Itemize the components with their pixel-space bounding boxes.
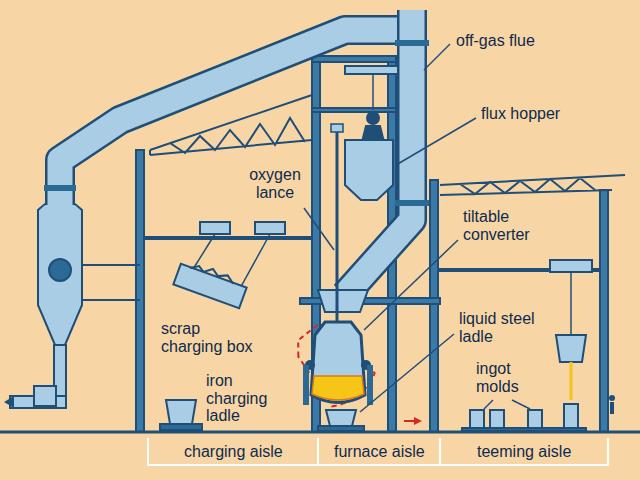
building-frame-part: [600, 190, 608, 432]
roof-truss-part: [440, 175, 625, 195]
teeming-ladle-shape-part: [570, 362, 573, 400]
steel-ladle-car-part: [318, 426, 364, 431]
worker-figure: [609, 395, 615, 414]
iron-ladle-shape-part: [166, 400, 196, 424]
building-frame-part: [430, 180, 438, 432]
overhead-cranes-part: [200, 222, 230, 234]
aisle-bracket: [148, 438, 608, 465]
flux-hopper-shape-part: [367, 112, 379, 124]
ingot-mold-shapes-part: [564, 404, 578, 428]
iron-ladle-shape-part: [160, 424, 202, 430]
flux-hopper-shape: [345, 112, 393, 200]
duct-flanges-part: [395, 200, 429, 206]
ingot-mold-shapes: [462, 404, 586, 431]
iron-ladle-shape: [160, 400, 202, 430]
building-frame-part: [312, 56, 396, 62]
duct-flanges-part: [44, 185, 76, 191]
part-label: oxygen lance: [242, 166, 308, 201]
exit-arrow-part: [4, 396, 14, 408]
scrap-box-shape: [173, 261, 246, 308]
converter-vessel-part: [311, 322, 365, 403]
crane-chains: [190, 74, 571, 335]
converter-vessel-part: [312, 376, 364, 400]
converter-hood-part: [318, 290, 368, 312]
gas-scrubber-part: [49, 259, 71, 281]
converter-vessel: [287, 316, 379, 413]
duct-flanges-part: [395, 40, 429, 46]
transfer-arrow-part: [414, 417, 422, 425]
off-gas-duct-part: [345, 10, 412, 295]
ingot-mold-shapes-part: [528, 410, 542, 428]
leader-lines-part: [396, 118, 476, 165]
part-label: ingot molds: [475, 360, 535, 395]
converter-vessel-part: [287, 316, 379, 413]
building-frame-part: [312, 108, 396, 112]
leader-lines-part: [484, 400, 493, 409]
ground-line: [0, 432, 640, 433]
part-label: liquid steel ladle: [458, 310, 550, 345]
aisle-bracket-part: [148, 438, 608, 465]
leader-lines-part: [364, 240, 458, 330]
crane-chains-part: [570, 272, 572, 335]
crane-chains-part: [372, 74, 374, 110]
gas-scrubber-part: [34, 386, 56, 406]
leader-lines-part: [512, 400, 530, 409]
aisle-label: teeming aisle: [476, 443, 572, 461]
aisle-label: furnace aisle: [333, 443, 426, 461]
part-label: flux hopper: [480, 105, 561, 123]
crane-chains-part: [238, 234, 270, 292]
leader-lines-part: [424, 44, 450, 70]
leader-lines-part: [360, 334, 454, 412]
worker-figure-part: [609, 395, 615, 401]
duct-flanges: [44, 40, 429, 206]
oxygen-lance-pipe-part: [331, 124, 343, 132]
building-frame-part: [136, 150, 144, 432]
exit-arrow: [4, 396, 14, 408]
part-label: iron charging ladle: [205, 372, 277, 425]
crane-rails-part: [144, 236, 312, 240]
ingot-mold-shapes-part: [490, 410, 504, 428]
gas-scrubber: [10, 199, 82, 408]
worker-figure-part: [610, 402, 614, 414]
teeming-ladle-shape-part: [556, 335, 586, 362]
leader-lines-part: [304, 208, 334, 250]
overhead-cranes-part: [255, 222, 285, 234]
flux-hopper-shape-part: [345, 140, 393, 200]
off-gas-duct-part: [345, 10, 412, 295]
off-gas-duct-part: [60, 30, 412, 205]
converter-vessel-part: [367, 365, 373, 405]
part-label: tiltable converter: [462, 208, 552, 243]
part-label: scrap charging box: [160, 320, 260, 355]
steel-ladle-car: [318, 410, 364, 431]
gas-scrubber-part: [38, 199, 82, 345]
off-gas-duct-part: [60, 30, 412, 205]
teeming-ladle-shape: [556, 335, 586, 400]
overhead-cranes-part: [550, 260, 592, 272]
aisle-label: charging aisle: [183, 443, 284, 461]
part-label: off-gas flue: [455, 32, 536, 50]
steel-ladle-car-part: [326, 410, 356, 426]
transfer-arrow: [404, 417, 422, 425]
overhead-cranes-part: [345, 66, 401, 74]
converter-hood: [318, 290, 368, 312]
converter-vessel-part: [303, 365, 309, 405]
scrap-box-shape-part: [190, 261, 236, 283]
ingot-mold-shapes-part: [470, 410, 484, 428]
flux-hopper-shape-part: [363, 126, 383, 138]
off-gas-duct: [60, 10, 412, 295]
ground-line-part: [0, 431, 640, 434]
